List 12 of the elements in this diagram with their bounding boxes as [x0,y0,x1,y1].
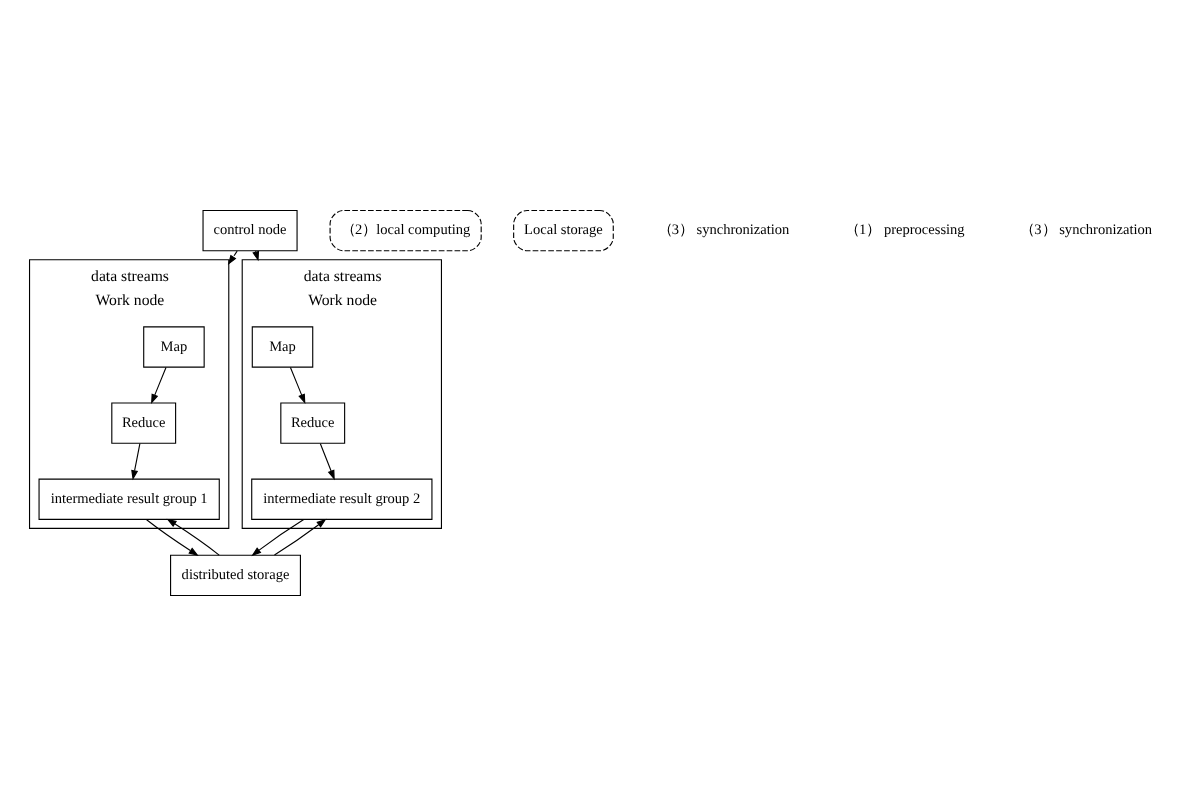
arrow [273,518,327,556]
arrow [166,518,220,556]
arrow [146,519,199,556]
arrow [319,443,335,481]
arrow [251,519,305,557]
arrow [289,367,306,405]
arrow [252,250,260,262]
arrow [131,443,141,481]
node-label: data streams [91,267,169,286]
arrow [227,250,238,266]
arrow [151,367,167,405]
node-label: data streams [303,267,382,286]
